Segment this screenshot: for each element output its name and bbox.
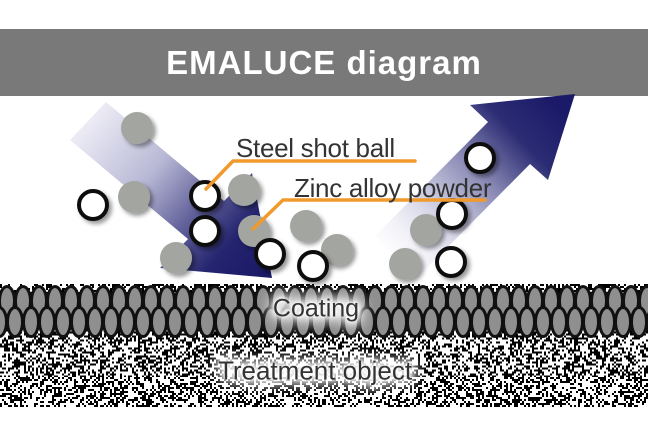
coating-granule [392,308,407,337]
shot-ball [438,200,466,228]
shot-ball [256,240,284,268]
coating-granule [568,308,583,337]
coating-granule [40,308,55,337]
coating-granule [104,308,119,337]
coating-granule [472,308,487,337]
coating-granule [376,308,391,337]
coating-granule [248,308,263,337]
powder-particle [121,112,153,144]
powder-particle [389,248,421,280]
coating-granule [120,308,135,337]
coating-granule [88,308,103,337]
coating-granule [408,308,423,337]
coating-granule [72,308,87,337]
coating-granule [360,308,375,337]
coating-granule [616,308,631,337]
coating-granule [424,308,439,337]
shot-ball [299,252,327,280]
coating-granule [152,308,167,337]
label-steel-shot-ball: Steel shot ball [236,133,395,164]
coating-granule [168,308,183,337]
coating-granule [0,308,7,337]
shot-ball [191,217,219,245]
coating-granule [504,308,519,337]
coating-granule [488,308,503,337]
shot-ball [466,144,494,172]
coating-granule [520,308,535,337]
label-treatment-object: Treatment object [218,356,412,387]
powder-particle [228,174,260,206]
coating-granule [232,308,247,337]
powder-particle [118,181,150,213]
coating-granule [600,308,615,337]
coating-granule [440,308,455,337]
coating-granule [536,308,551,337]
coating-granule [136,308,151,337]
coating-granule [584,308,599,337]
coating-granule [184,308,199,337]
powder-particle [290,210,322,242]
coating-granule [552,308,567,337]
label-zinc-alloy-powder: Zinc alloy powder [294,173,491,204]
shot-ball [191,182,219,210]
shot-ball [437,248,465,276]
coating-granule [632,308,647,337]
powder-particle [160,242,192,274]
coating-granule [24,308,39,337]
coating-granule [8,308,23,337]
coating-granule [56,308,71,337]
coating-granule [200,308,215,337]
coating-granule [216,308,231,337]
shot-ball [79,191,107,219]
coating-granule [456,308,471,337]
label-coating: Coating [273,295,359,324]
